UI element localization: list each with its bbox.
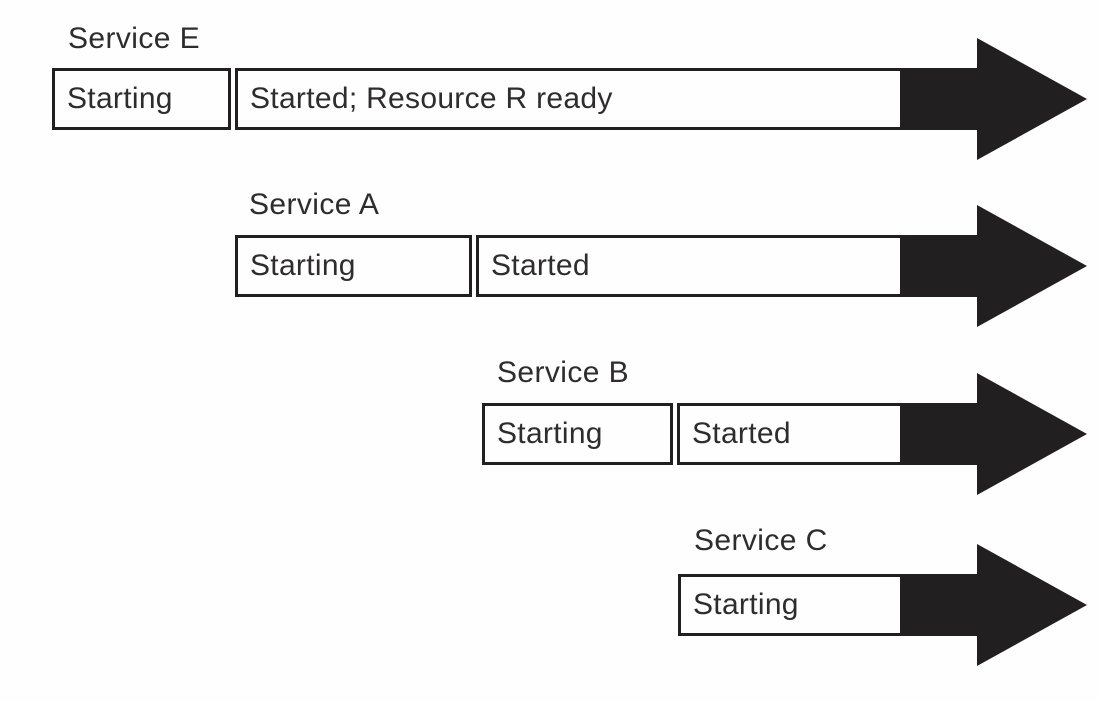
service-a-label: Service A	[249, 188, 380, 221]
service-b-label: Service B	[497, 356, 629, 389]
segment-text: Starting	[497, 417, 603, 450]
service-b-arrow-shaft	[901, 403, 977, 465]
service-a-arrow-head-icon	[977, 205, 1087, 327]
service-a-segment-starting: Starting	[235, 235, 472, 297]
service-e-arrow-shaft	[901, 68, 977, 130]
service-c-arrow-shaft	[901, 574, 977, 636]
service-c-label: Service C	[694, 524, 828, 557]
segment-text: Started	[491, 249, 590, 282]
service-e-arrow-head-icon	[977, 38, 1087, 160]
service-a-segment-started: Started	[476, 235, 903, 297]
segment-text: Starting	[250, 249, 356, 282]
service-e-segment-started: Started; Resource R ready	[235, 68, 903, 130]
service-b-segment-starting: Starting	[482, 403, 673, 465]
segment-text: Starting	[693, 588, 799, 621]
service-c-arrow-head-icon	[977, 544, 1087, 666]
service-e-label: Service E	[68, 22, 200, 55]
segment-text: Starting	[67, 82, 173, 115]
service-e-segment-starting: Starting	[52, 68, 231, 130]
service-b-segment-started: Started	[677, 403, 903, 465]
segment-text: Started; Resource R ready	[250, 82, 613, 115]
service-a-arrow-shaft	[901, 235, 977, 297]
service-b-arrow-head-icon	[977, 373, 1087, 495]
segment-text: Started	[692, 417, 791, 450]
service-c-segment-starting: Starting	[678, 574, 903, 636]
